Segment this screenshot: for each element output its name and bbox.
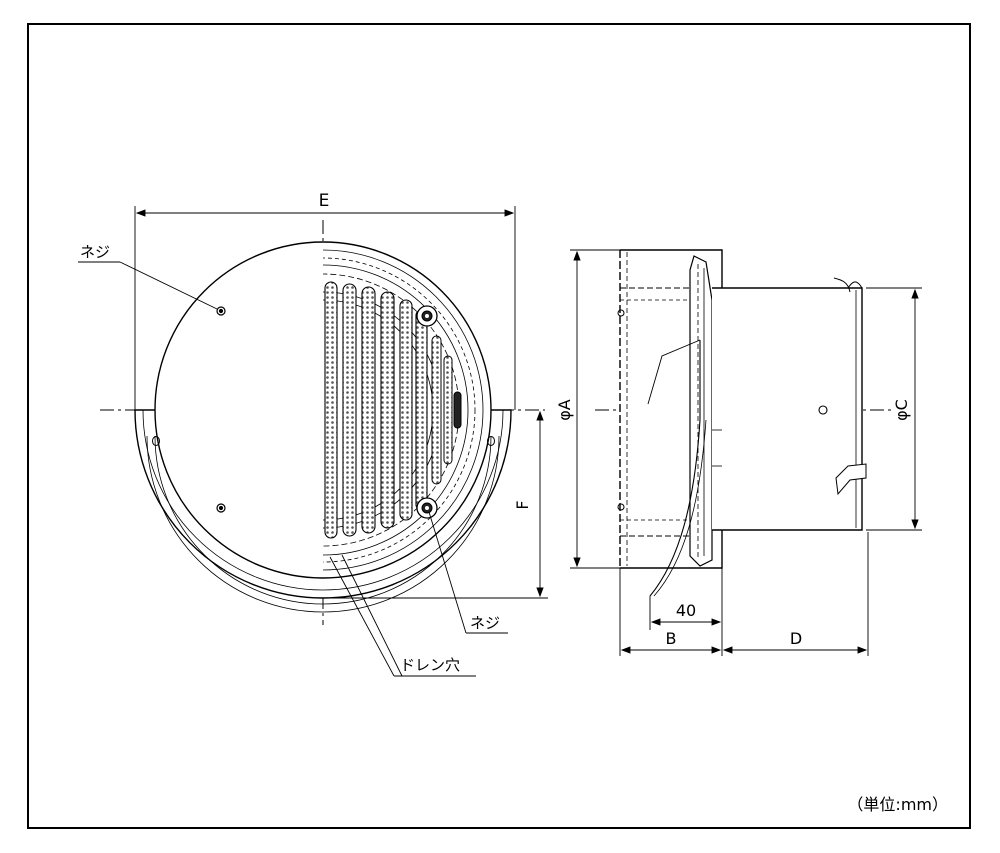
dim-c-label: φC — [892, 399, 911, 421]
dim-d-label: D — [790, 629, 802, 648]
duct-hole — [818, 405, 828, 415]
dim-f-label: F — [513, 500, 532, 509]
front-view — [100, 220, 545, 625]
screw-label-top: ネジ — [80, 243, 110, 261]
dimension-f — [323, 410, 548, 599]
leader-screw-top — [78, 261, 218, 310]
dimension-40 — [649, 596, 722, 630]
grille-screw-bottom — [416, 497, 438, 519]
dim-a-label: φA — [555, 399, 574, 421]
dimension-c — [866, 287, 922, 531]
side-view — [595, 249, 895, 597]
dimension-e — [134, 206, 516, 410]
grille-screw-top — [416, 305, 438, 327]
flange-hole-left — [152, 436, 160, 446]
hood-deflector — [649, 340, 701, 597]
drain-hole-label: ドレン穴 — [400, 656, 460, 674]
dim-40-label: 40 — [676, 601, 696, 620]
unit-note: （単位:mm） — [847, 795, 948, 814]
dimension-b-d — [619, 532, 869, 656]
leader-screw-bottom — [428, 511, 508, 634]
leader-drain-hole — [329, 554, 476, 677]
drawing-frame — [27, 23, 971, 829]
dim-e-label: E — [319, 191, 330, 211]
duct-clip — [835, 463, 867, 496]
cover-screw-top — [216, 306, 226, 316]
duct-pipe — [712, 287, 863, 531]
dim-b-label: B — [666, 629, 677, 648]
cover-screw-bottom — [216, 503, 226, 513]
dimension-a — [570, 249, 620, 569]
screw-label-bottom: ネジ — [470, 614, 500, 632]
grille-louvers — [324, 281, 462, 539]
grille-plate — [689, 255, 713, 567]
flange-hole-right — [487, 436, 495, 446]
